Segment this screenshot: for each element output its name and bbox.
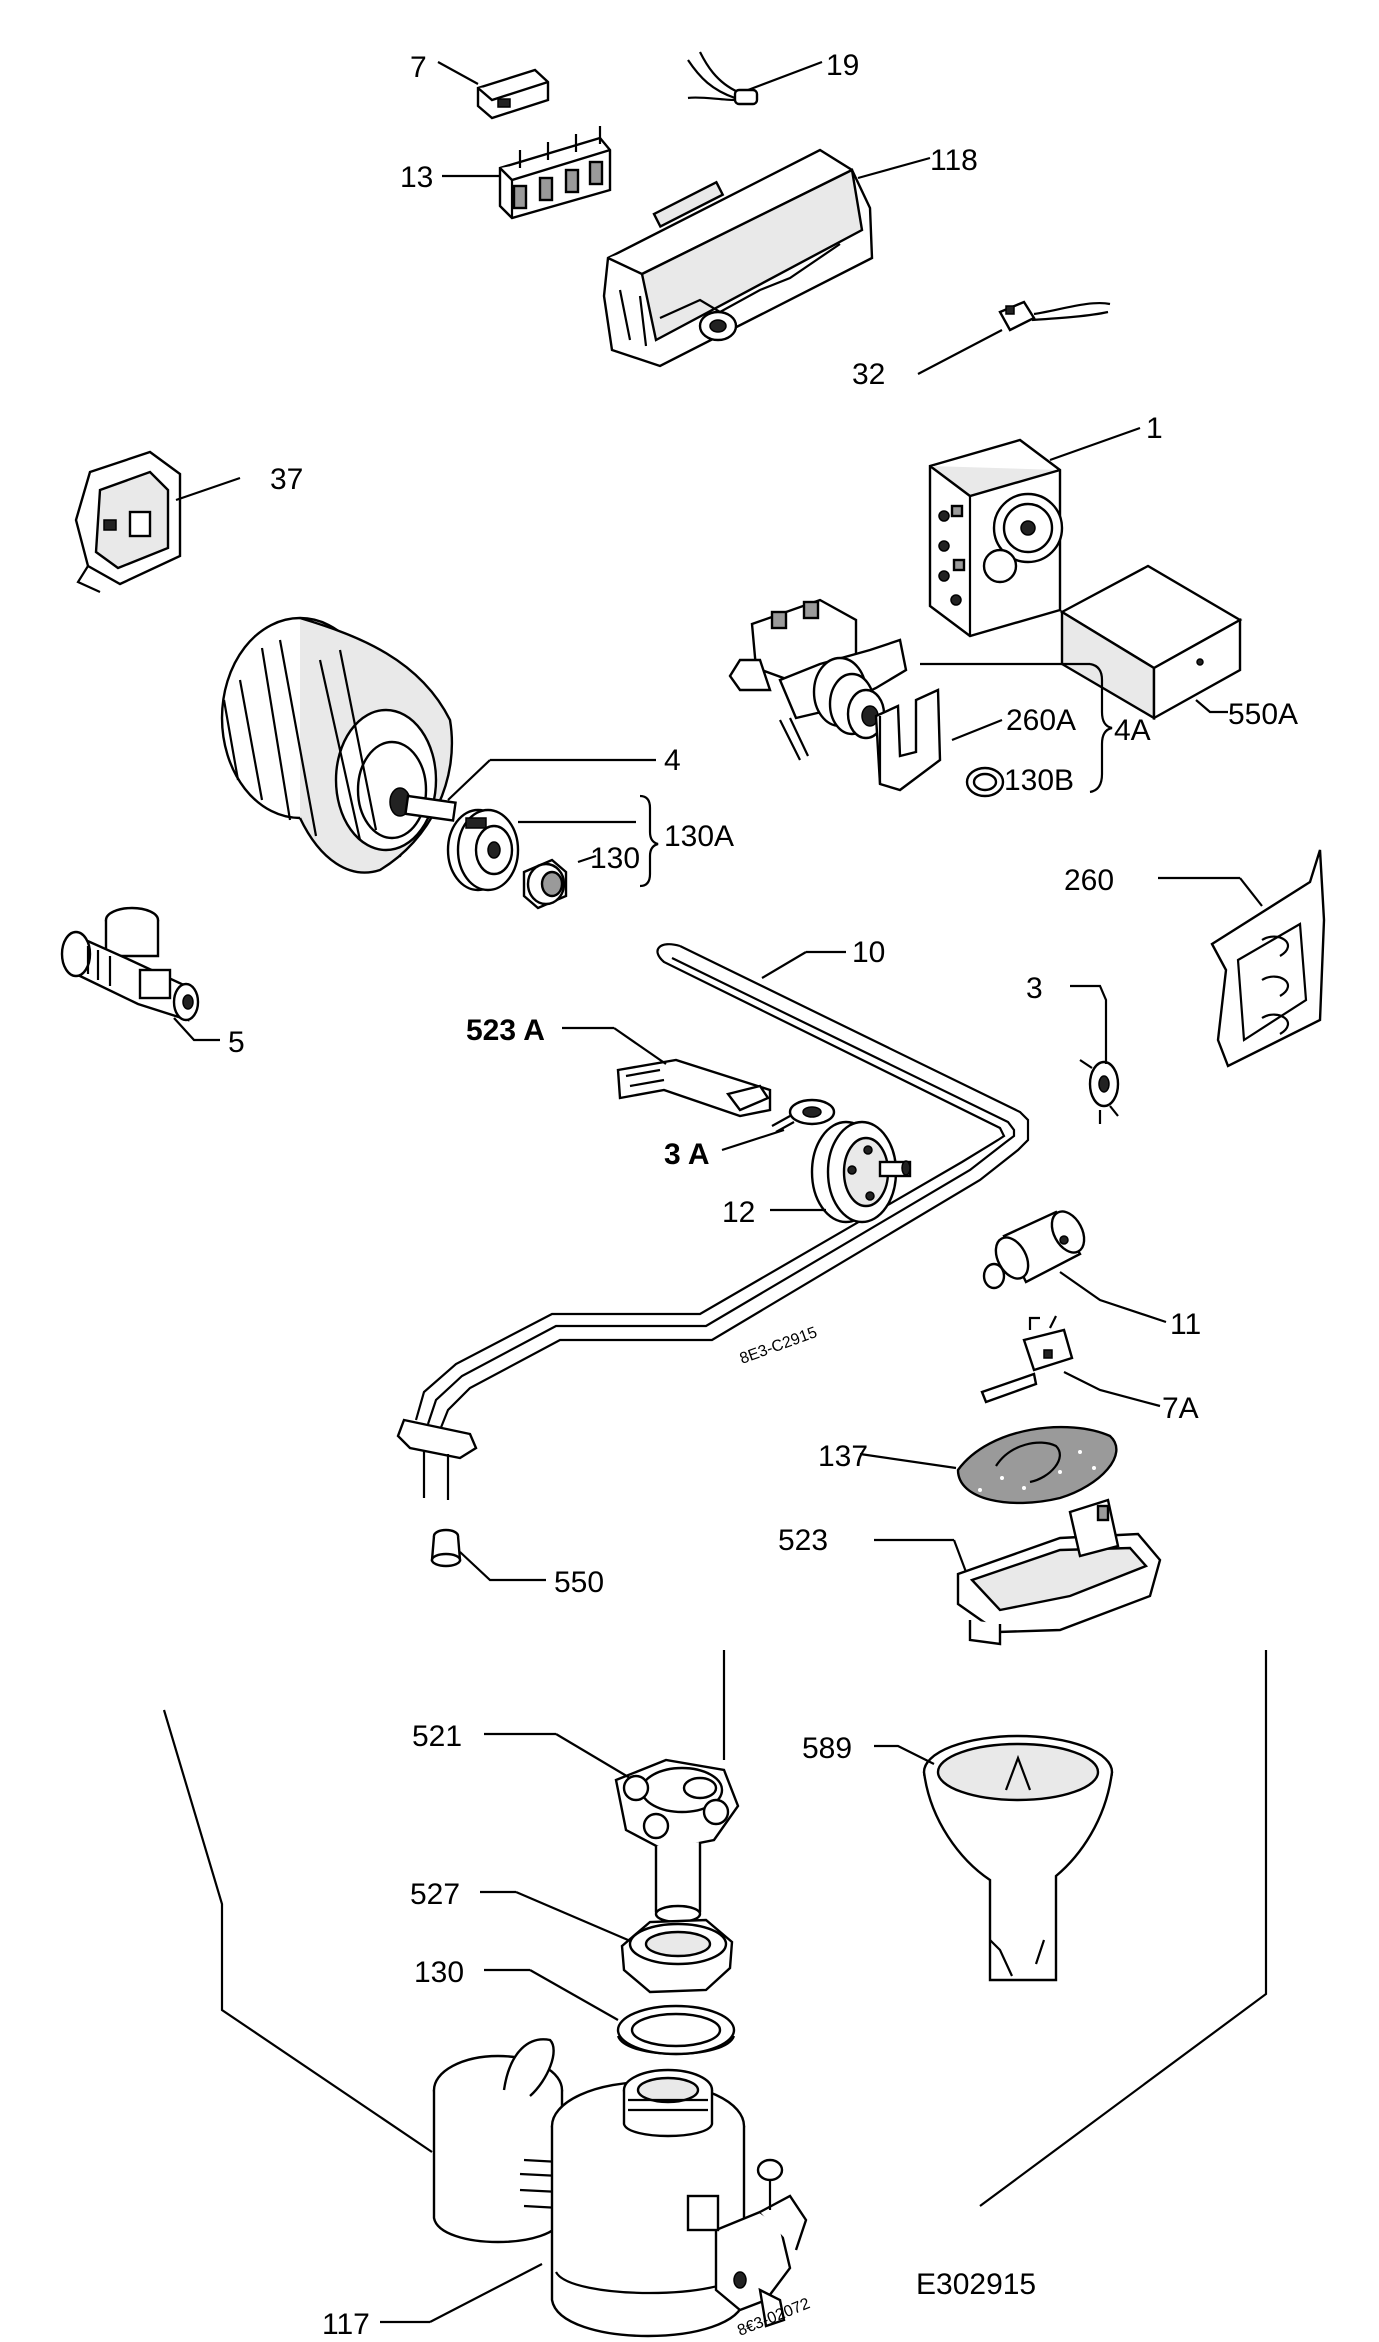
part-523a-plate	[616, 1058, 772, 1118]
label-13: 13	[400, 161, 433, 194]
part-37-bracket	[74, 450, 182, 594]
part-130b-ring	[965, 766, 1005, 798]
part-3a-thermostat	[771, 1098, 836, 1133]
label-19: 19	[826, 49, 859, 82]
label-4: 4	[664, 744, 681, 777]
label-130: 130	[590, 842, 640, 875]
part-12-pressure-switch	[810, 1120, 912, 1224]
label-589: 589	[802, 1732, 852, 1765]
label-4a: 4A	[1114, 714, 1151, 747]
part-13-terminal-block	[498, 126, 612, 220]
label-527: 527	[410, 1878, 460, 1911]
label-523: 523	[778, 1524, 828, 1557]
label-130-lower: 130	[414, 1956, 464, 1989]
label-118: 118	[930, 144, 978, 177]
label-550: 550	[554, 1566, 604, 1599]
label-5: 5	[228, 1026, 245, 1059]
label-32: 32	[852, 358, 885, 391]
label-7a: 7A	[1162, 1392, 1199, 1425]
part-137-filter	[956, 1425, 1118, 1505]
label-3: 3	[1026, 972, 1043, 1005]
label-37: 37	[270, 463, 303, 496]
part-117-water-softener	[432, 2038, 808, 2338]
heater-stamp: 8E3-C2915	[738, 1324, 820, 1368]
part-260-bracket	[1210, 849, 1326, 1068]
label-130b: 130B	[1004, 764, 1074, 797]
part-19-sensor	[687, 51, 759, 106]
label-10: 10	[852, 936, 885, 969]
label-12: 12	[722, 1196, 755, 1229]
part-5-inlet-valve	[60, 906, 200, 1022]
part-130-seal	[522, 858, 568, 910]
label-521: 521	[412, 1720, 462, 1753]
part-1-timer	[928, 438, 1064, 638]
label-3a: 3 A	[664, 1138, 710, 1171]
part-130-gasket	[616, 2004, 736, 2056]
part-10-heating-element	[396, 943, 1030, 1500]
label-130a: 130A	[664, 820, 734, 853]
part-527-hex-nut	[620, 1918, 734, 1994]
part-550-plug	[430, 1528, 462, 1568]
label-117: 117	[322, 2308, 370, 2341]
part-260a-clip	[874, 688, 942, 792]
part-4a-pump-outlet	[728, 598, 908, 761]
part-550a-box	[1059, 564, 1243, 721]
label-260a: 260A	[1006, 704, 1076, 737]
part-11-flow-meter	[982, 1210, 1086, 1290]
label-1: 1	[1146, 412, 1163, 445]
part-32-micro-switch	[998, 300, 1111, 332]
part-130a-impeller	[446, 808, 520, 892]
label-550a: 550A	[1228, 698, 1298, 731]
part-7a-micro-switch	[980, 1315, 1074, 1404]
part-118-dispenser	[602, 148, 874, 368]
part-523-tray	[956, 1498, 1162, 1646]
drawing-code: E302915	[916, 2268, 1036, 2301]
part-3-thermostat	[1079, 1059, 1120, 1124]
label-137: 137	[818, 1440, 868, 1473]
label-523a: 523 A	[466, 1014, 545, 1047]
part-521-knob	[614, 1758, 740, 1924]
part-4-motor	[220, 616, 457, 874]
label-260: 260	[1064, 864, 1114, 897]
label-7: 7	[410, 51, 427, 84]
part-7-switch	[476, 68, 550, 120]
label-11: 11	[1170, 1308, 1201, 1341]
part-589-funnel	[922, 1734, 1114, 1982]
